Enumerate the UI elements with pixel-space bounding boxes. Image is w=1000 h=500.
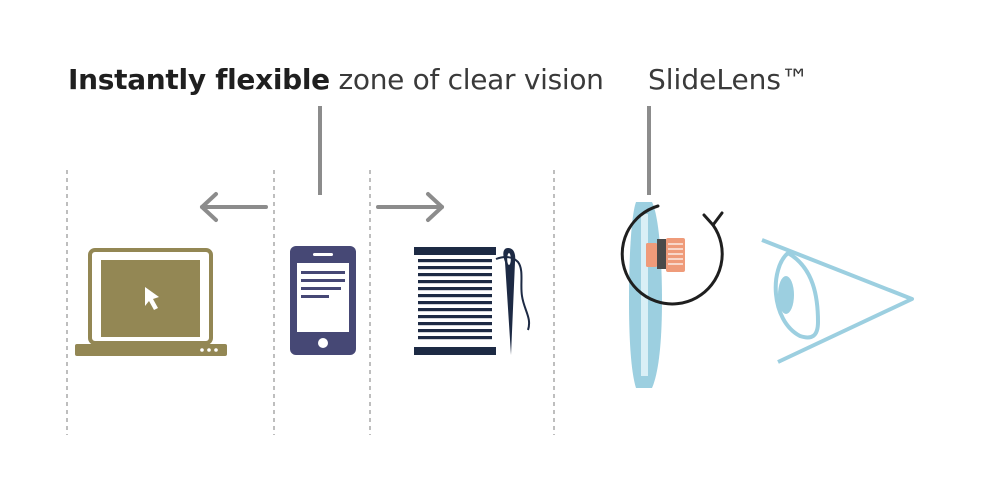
slide-lens-icon [629, 202, 685, 388]
lens-slider-knob [657, 239, 666, 269]
headline-bold: Instantly flexible [68, 63, 330, 96]
headline: Instantly flexible zone of clear vision [68, 60, 604, 100]
headline-regular: zone of clear vision [329, 63, 604, 96]
arrow-left-icon [200, 192, 268, 222]
smartphone-icon [290, 246, 356, 355]
laptop-icon [75, 248, 227, 356]
product-label: SlideLens™ [648, 63, 809, 96]
cursor-icon [145, 287, 159, 310]
thread-spool-needle-icon [414, 247, 531, 355]
thread-tail [495, 256, 531, 331]
lens-slider-grip [666, 238, 685, 272]
rotate-arrow-icon [620, 204, 724, 306]
needle-icon [503, 248, 516, 355]
lens-slider-mount [646, 243, 657, 267]
arrow-right-icon [376, 192, 444, 222]
eye-icon [761, 238, 914, 364]
thread-lines [418, 259, 492, 340]
